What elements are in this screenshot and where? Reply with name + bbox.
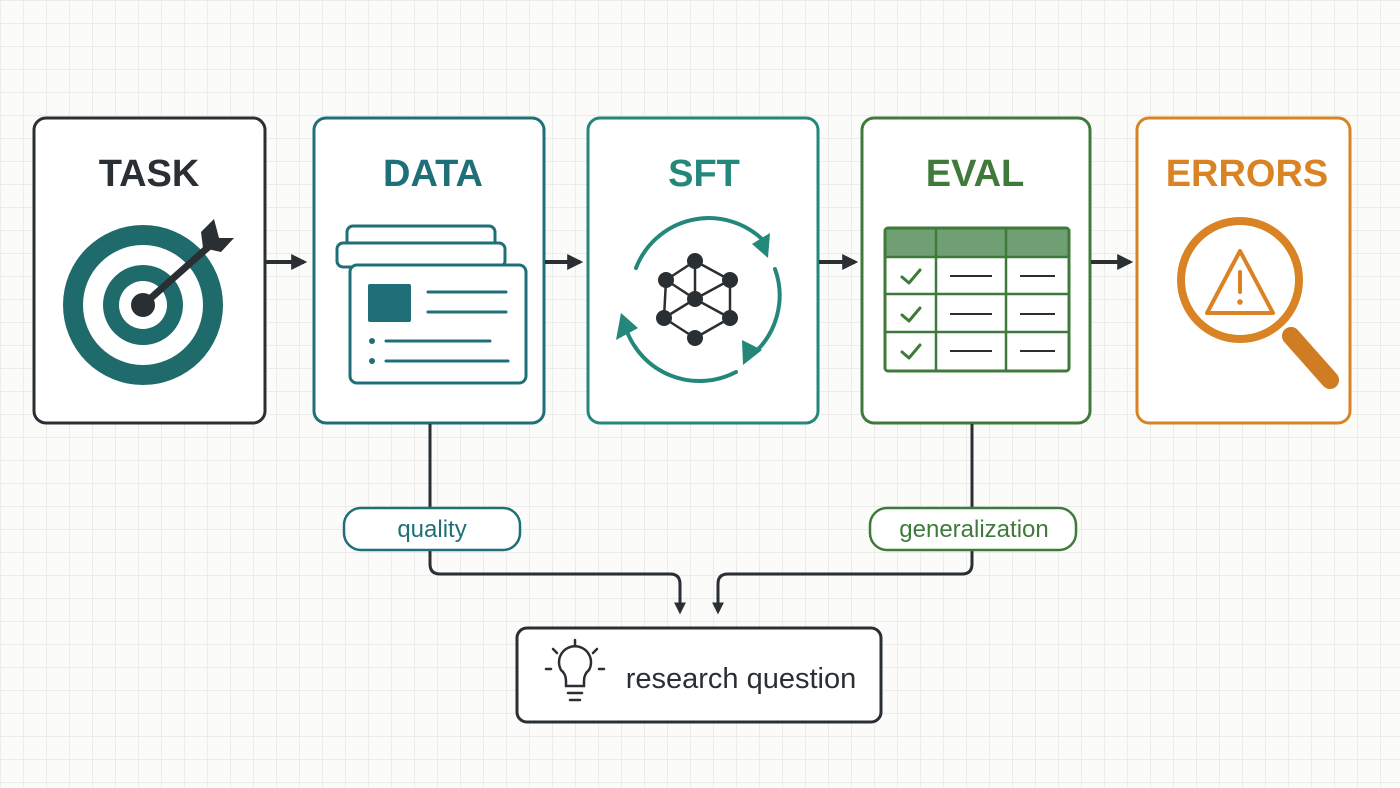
- stage-errors: ERRORS: [1135, 116, 1352, 425]
- branch-connectors: [428, 424, 974, 615]
- quality-label: quality: [342, 506, 522, 552]
- stage-task: TASK: [32, 116, 267, 425]
- research-question-box: research question: [515, 626, 883, 724]
- stage-sft-title: SFT: [668, 153, 740, 195]
- network-graph-icon: [656, 253, 738, 346]
- stage-sft: SFT: [586, 116, 820, 425]
- connector-data-to-question: [428, 424, 686, 615]
- stage-eval-title: EVAL: [926, 153, 1025, 195]
- generalization-label-text: generalization: [899, 516, 1048, 543]
- warning-icon: [1205, 249, 1275, 315]
- training-cycle-icon: [616, 216, 782, 383]
- connector-eval-to-question: [712, 424, 974, 615]
- generalization-label: generalization: [868, 506, 1078, 552]
- stage-data-title: DATA: [383, 153, 483, 195]
- checkmark-icon: [900, 268, 922, 360]
- stage-eval: EVAL: [860, 116, 1092, 425]
- research-question-label: research question: [626, 663, 857, 695]
- target-icon: [63, 219, 234, 385]
- checklist-table-icon: [883, 226, 1071, 373]
- stage-data: DATA: [312, 116, 546, 425]
- lightbulb-icon: [544, 638, 606, 702]
- documents-icon: [335, 224, 528, 385]
- magnifier-warning-icon: [1177, 217, 1339, 389]
- stage-task-title: TASK: [99, 153, 200, 195]
- stage-errors-title: ERRORS: [1166, 153, 1329, 195]
- quality-label-text: quality: [397, 516, 466, 543]
